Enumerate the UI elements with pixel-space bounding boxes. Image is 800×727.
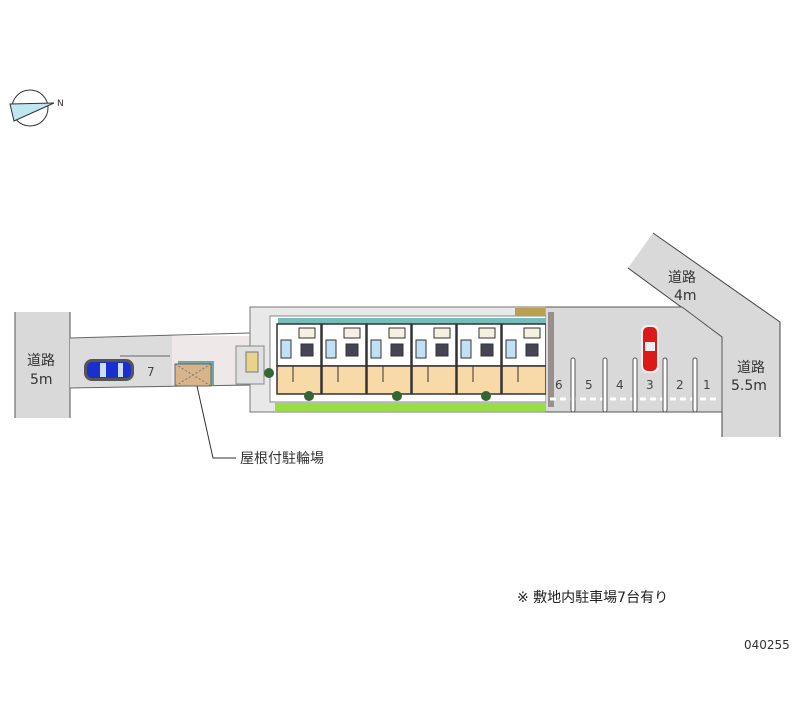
road-5m: 道路 5m [14,312,71,418]
parking-note: ※ 敷地内駐車場7台有り [517,590,669,606]
svg-text:N: N [57,99,64,109]
parking-slot-number: 6 [555,378,563,392]
slot-divider [632,357,638,413]
road-width: 4m [674,288,697,304]
parking-slot-number: 1 [703,378,711,392]
parking-slot-number: 4 [616,378,624,392]
road-label: 道路 [27,353,55,369]
parking-slot-number: 3 [646,378,654,392]
parking-slot-number: 2 [676,378,684,392]
blue-car-icon [84,359,134,381]
driveway: 7 [69,332,252,389]
road-label: 道路 [668,270,696,286]
apartment-unit [321,323,367,395]
road-width: 5m [30,372,53,388]
slot-divider [662,357,668,413]
leader-line [196,385,236,459]
building-lot [235,306,547,413]
bike-shelter-label: 屋根付駐輪場 [240,450,324,467]
apartment-unit [456,323,502,395]
slot-number: 7 [147,365,155,379]
parking-area: 6 5 4 3 2 1 [546,306,723,413]
parking-slot-number: 5 [585,378,593,392]
road-width: 5.5m [731,378,767,394]
bike-shelter [174,361,214,387]
slot-divider [570,357,576,413]
slot-divider [692,357,698,413]
apartment-unit [276,323,322,395]
apartment-unit [411,323,457,395]
slot-divider [602,357,608,413]
map-code: 040255 [744,638,790,652]
apartment-unit [366,323,412,395]
road-label: 道路 [737,360,765,376]
red-car-icon [641,325,659,373]
apartment-unit [501,323,547,395]
compass-icon: N [9,89,64,127]
